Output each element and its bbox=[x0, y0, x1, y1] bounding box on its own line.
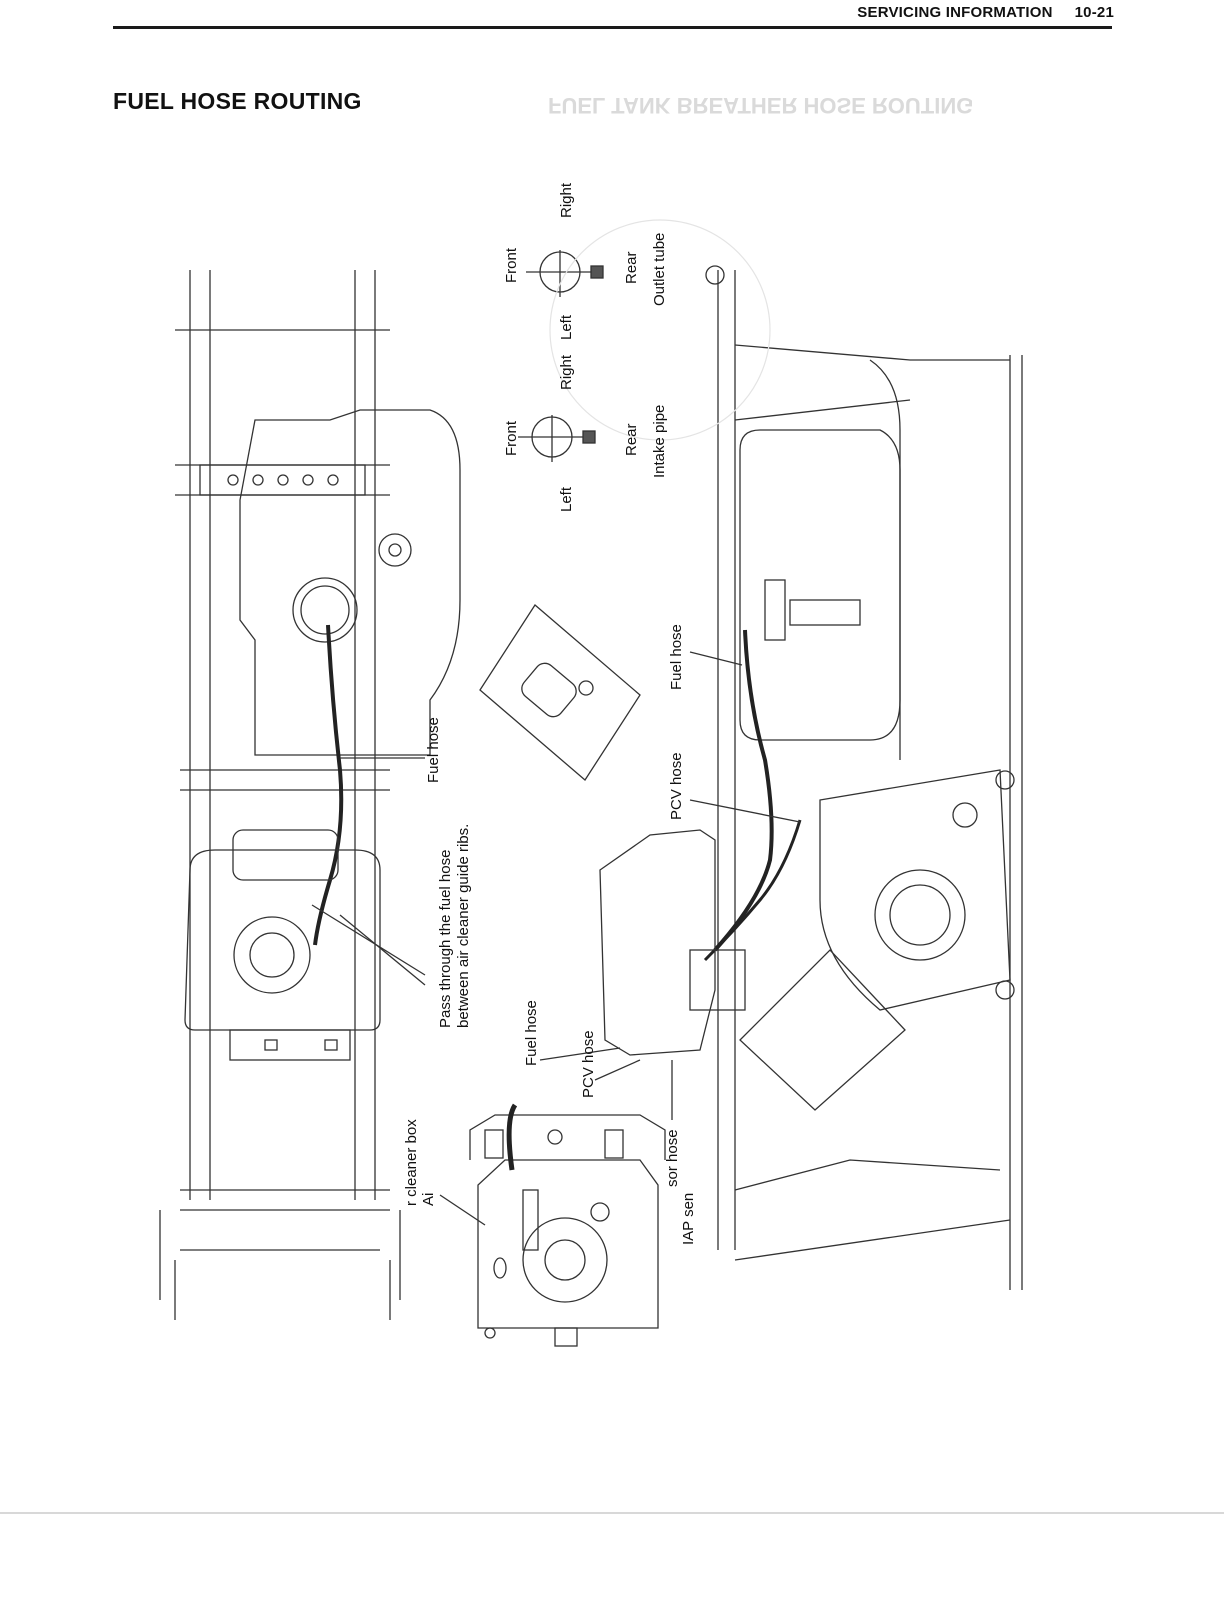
intake-pipe-label: Intake pipe bbox=[651, 404, 668, 478]
pcv-hose-label-inset: PCV hose bbox=[580, 1030, 597, 1098]
engine-side-view bbox=[739, 769, 1011, 1111]
air-cleaner-inset bbox=[469, 1103, 666, 1347]
outlet-front-label: Front bbox=[503, 247, 520, 283]
running-header: SERVICING INFORMATION 10-21 bbox=[857, 4, 1114, 21]
outlet-clamp-diagram bbox=[526, 250, 604, 297]
fuel-hose-top-view bbox=[313, 624, 344, 946]
page-title: FUEL HOSE ROUTING bbox=[113, 88, 362, 114]
pass-through-note-line-2: between air cleaner guide ribs. bbox=[455, 823, 472, 1028]
intake-right-label: Right bbox=[558, 354, 575, 390]
outlet-left-label: Left bbox=[558, 314, 575, 340]
frame-top-view bbox=[159, 270, 401, 1320]
intake-rear-label: Rear bbox=[623, 423, 640, 456]
fuel-tank-side-view bbox=[739, 429, 901, 741]
air-cleaner-box-label-line-2: Ai bbox=[420, 1192, 437, 1206]
leader-fuel-hose-right bbox=[689, 651, 743, 666]
air-cleaner-box-side-view bbox=[599, 829, 746, 1056]
sensor-hose-label: sor hose bbox=[664, 1129, 681, 1187]
leader-pass-through-2 bbox=[339, 914, 426, 986]
outlet-rear-label: Rear bbox=[623, 251, 640, 284]
section-name: SERVICING INFORMATION bbox=[857, 4, 1053, 21]
pcv-hose-side-view bbox=[703, 819, 802, 962]
frame-side-view bbox=[705, 265, 1023, 1290]
leader-pcv-hose-inset bbox=[594, 1059, 641, 1081]
intake-front-label: Front bbox=[503, 420, 520, 456]
bottom-rule bbox=[0, 1512, 1224, 1514]
outlet-right-label: Right bbox=[558, 182, 575, 218]
intake-clamp-diagram bbox=[518, 415, 596, 462]
leader-pass-through-1 bbox=[311, 904, 426, 976]
fuel-hose-label-right: Fuel hose bbox=[668, 624, 685, 690]
outlet-tube-label: Outlet tube bbox=[651, 232, 668, 306]
leader-pcv-hose-right bbox=[689, 799, 801, 823]
fuel-hose-label-inset: Fuel hose bbox=[523, 1000, 540, 1066]
header-rule bbox=[113, 26, 1112, 29]
page-number: 10-21 bbox=[1074, 4, 1114, 21]
bleed-through-shape bbox=[549, 219, 771, 441]
intake-left-label: Left bbox=[558, 486, 575, 512]
air-cleaner-box-top-view bbox=[184, 829, 381, 1061]
iap-sensor-label: IAP sen bbox=[680, 1192, 697, 1245]
air-cleaner-box-label-line-1: r cleaner box bbox=[403, 1119, 420, 1206]
throttle-body-inset bbox=[479, 604, 641, 781]
fuel-hose-side-view bbox=[713, 629, 774, 952]
leader-fuel-hose-inset bbox=[539, 1047, 621, 1061]
pass-through-note-line-1: Pass through the fuel hose bbox=[437, 849, 454, 1028]
fuel-hose-label-top: Fuel hose bbox=[425, 717, 442, 783]
pcv-hose-label-right: PCV hose bbox=[668, 752, 685, 820]
fuel-tank-top-view bbox=[239, 409, 461, 756]
